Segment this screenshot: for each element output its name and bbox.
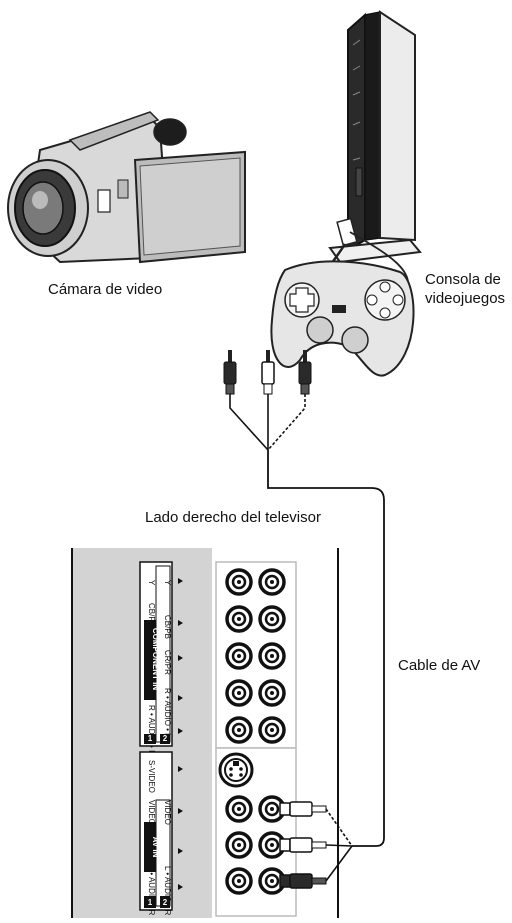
av-video-label-2: VIDEO bbox=[163, 800, 172, 825]
console-label-line2: videojuegos bbox=[425, 290, 506, 307]
av-jacks bbox=[225, 795, 286, 895]
component-jack-number-2: 2 bbox=[163, 734, 168, 743]
av-cable-label: Cable de AV bbox=[398, 657, 481, 674]
av-audio-label-2: L • AUDIO • R bbox=[163, 866, 172, 916]
svideo-label: S-VIDEO bbox=[147, 760, 156, 793]
component-y-label-1: Y bbox=[147, 580, 156, 586]
tv-side-label: Lado derecho del televisor bbox=[145, 509, 321, 526]
av-jack-number-1: 1 bbox=[148, 898, 153, 907]
camcorder-label: Cámara de video bbox=[48, 281, 163, 298]
jack-arrows bbox=[178, 578, 183, 890]
camcorder-illustration bbox=[7, 111, 246, 264]
component-cb-label-2: CB/PB bbox=[163, 615, 172, 639]
rca-plugs-inserted bbox=[279, 801, 353, 889]
console-illustration bbox=[323, 10, 422, 306]
av-video-label-1: VIDEO bbox=[147, 800, 156, 825]
component-jacks bbox=[225, 568, 286, 744]
component-audio-label-2: R • AUDIO • L bbox=[163, 688, 172, 738]
av-jack-number-2: 2 bbox=[163, 898, 168, 907]
console-label-line1: Consola de bbox=[425, 271, 501, 288]
component-in-title: COMPONENT IN bbox=[151, 628, 160, 690]
gamepad-illustration bbox=[270, 260, 415, 377]
svideo-jack bbox=[218, 752, 254, 788]
av-in-title: AV IN bbox=[151, 837, 160, 858]
component-cb-label-1: CB/PB bbox=[147, 603, 156, 627]
av-audio-label-1: L • AUDIO • R bbox=[147, 866, 156, 916]
component-cr-label-2: CR/PR bbox=[163, 650, 172, 675]
component-jack-number-1: 1 bbox=[148, 734, 153, 743]
component-y-label-2: Y bbox=[163, 580, 172, 586]
rca-plugs-top bbox=[223, 350, 385, 847]
tv-panel: COMPONENT IN Y Y CB/PB CB/PB CR/PR R • A… bbox=[71, 548, 353, 918]
component-audio-label-1: R • AUDIO • L bbox=[147, 705, 156, 755]
